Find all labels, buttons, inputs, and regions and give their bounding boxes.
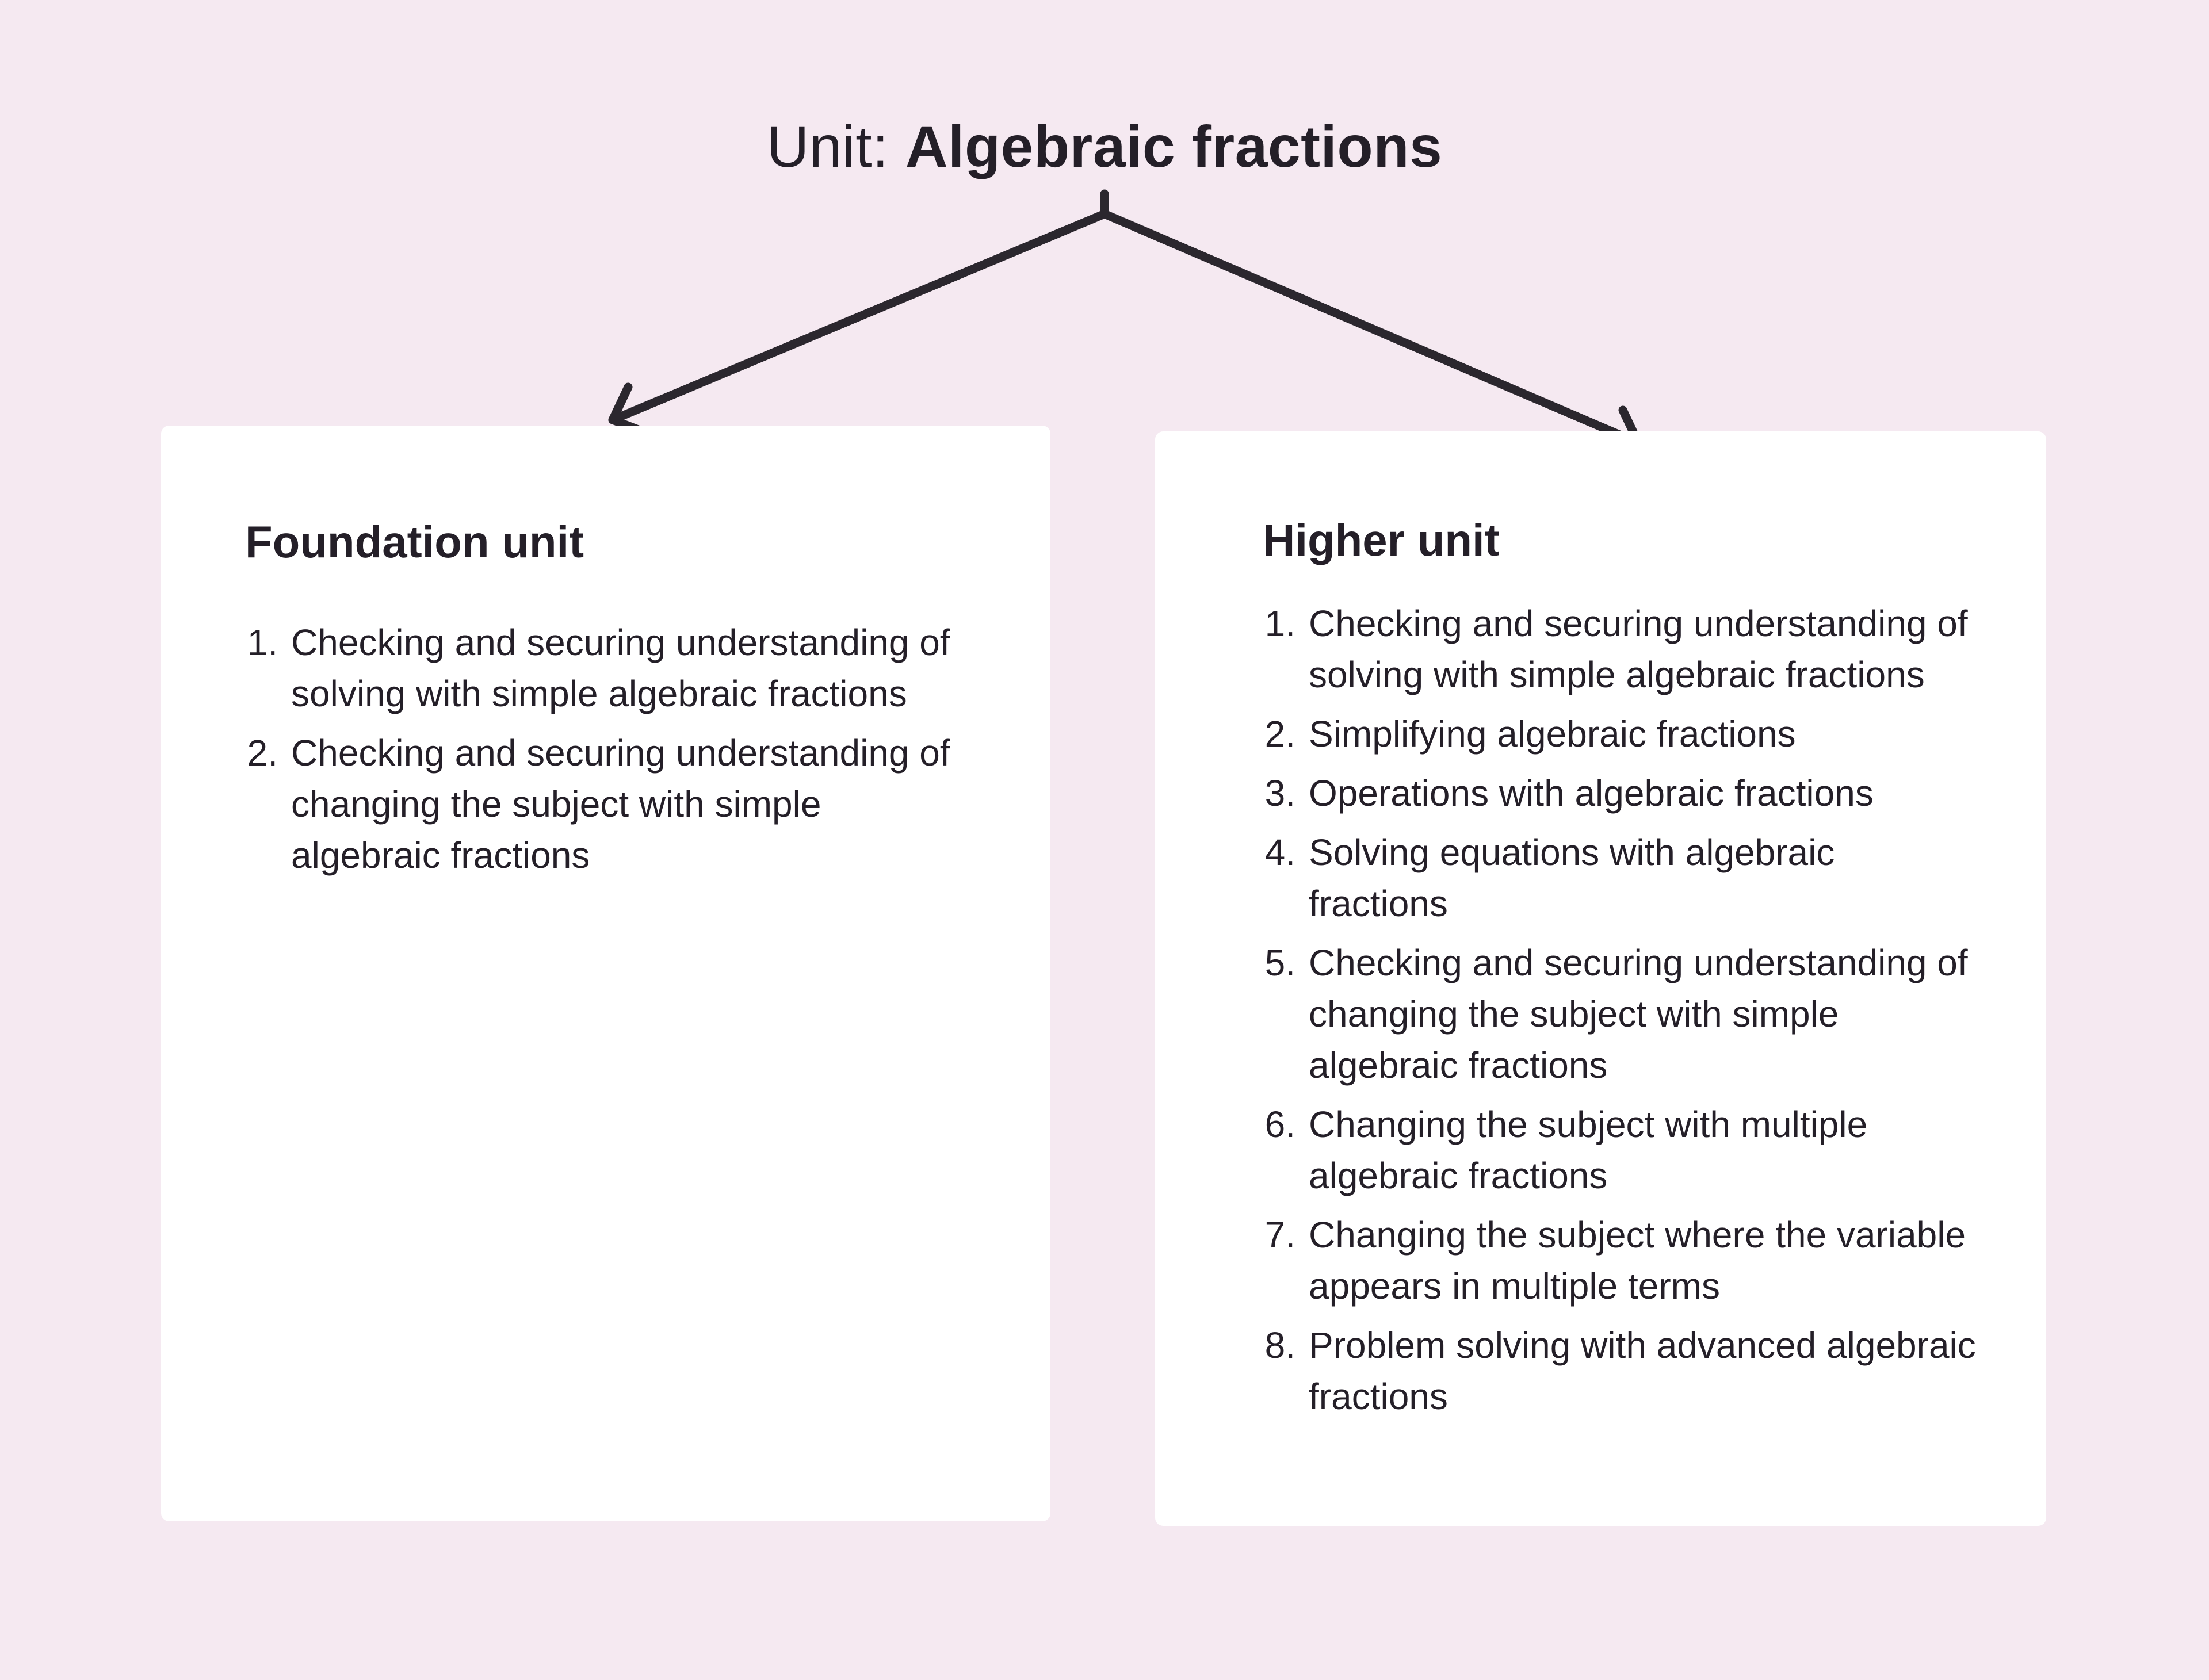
list-item-number: 2.	[1264, 713, 1295, 755]
list-item-number: 3.	[1264, 772, 1295, 814]
list-item: 7. Changing the subject where the variabl…	[1263, 1210, 2034, 1312]
higher-unit-card	[1155, 431, 2046, 1526]
list-item-number: 5.	[1264, 942, 1295, 983]
unit-label: Unit:	[766, 114, 905, 179]
list-item: 8. Problem solving with advanced algebrai…	[1263, 1320, 2034, 1422]
list-item-number: 6.	[1264, 1104, 1295, 1145]
list-item-text: Simplifying algebraic fractions	[1309, 713, 1796, 755]
arrow-line-left	[608, 209, 1109, 424]
list-item-number: 8.	[1264, 1325, 1295, 1366]
list-item: 5. Checking and securing understanding of…	[1263, 937, 2034, 1091]
list-item-text: Checking and securing understanding of c…	[1309, 942, 1968, 1086]
list-item: 4. Solving equations with algebraic fract…	[1263, 827, 2034, 929]
list-item-text: Changing the subject with multiple algeb…	[1309, 1104, 1868, 1196]
list-item: 1. Checking and securing understanding of…	[1263, 598, 2034, 701]
list-item-text: Changing the subject where the variable …	[1309, 1214, 1966, 1307]
list-item: 2. Checking and securing understanding of…	[245, 728, 1027, 881]
list-item-number: 4.	[1264, 832, 1295, 873]
higher-unit-heading: Higher unit	[1263, 515, 1500, 565]
list-item: 2. Simplifying algebraic fractions	[1263, 709, 2034, 760]
arrow-line-right	[1100, 209, 1643, 447]
list-item-text: Problem solving with advanced algebraic …	[1309, 1325, 1976, 1417]
unit-name: Algebraic fractions	[905, 114, 1443, 179]
foundation-unit-heading: Foundation unit	[245, 516, 584, 567]
higher-unit-list: 1. Checking and securing understanding of…	[1263, 598, 2034, 1430]
foundation-unit-card	[161, 426, 1050, 1521]
list-item-number: 2.	[247, 732, 278, 774]
list-item-text: Checking and securing understanding of s…	[1309, 603, 1968, 695]
list-item-number: 7.	[1264, 1214, 1295, 1256]
list-item: 1. Checking and securing understanding of…	[245, 617, 1027, 720]
list-item-text: Operations with algebraic fractions	[1309, 772, 1874, 814]
foundation-unit-list: 1. Checking and securing understanding of…	[245, 617, 1027, 889]
list-item-text: Checking and securing understanding of c…	[291, 732, 950, 876]
list-item-number: 1.	[1264, 603, 1295, 644]
list-item: 6. Changing the subject with multiple alg…	[1263, 1099, 2034, 1201]
list-item-text: Solving equations with algebraic fractio…	[1309, 832, 1835, 924]
list-item-number: 1.	[247, 622, 278, 663]
list-item-text: Checking and securing understanding of s…	[291, 622, 950, 714]
list-item: 3. Operations with algebraic fractions	[1263, 768, 2034, 819]
page-title: Unit: Algebraic fractions	[0, 112, 2209, 182]
